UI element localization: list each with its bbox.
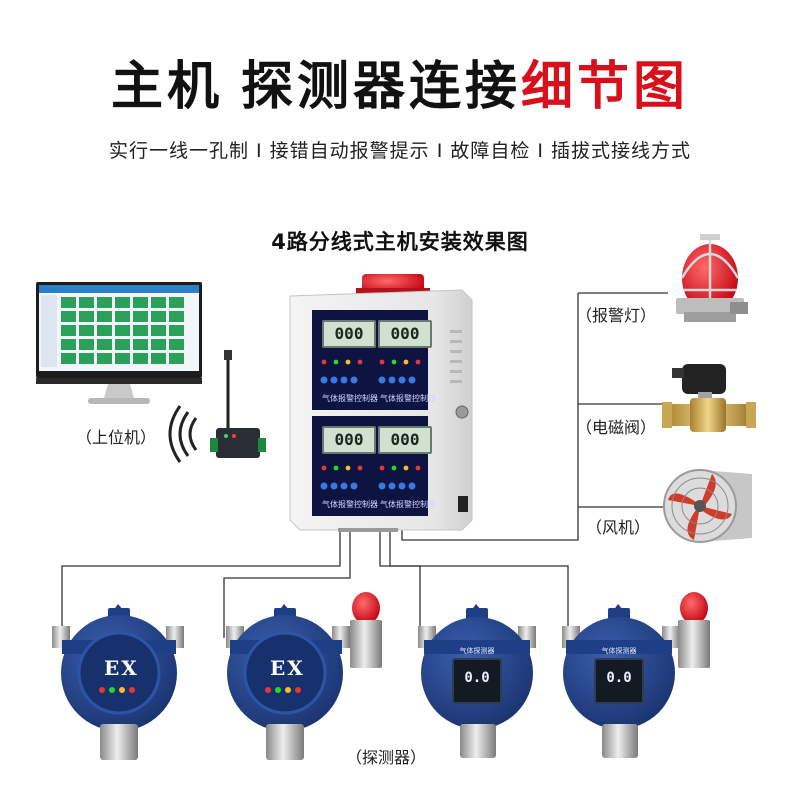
controller-caption-3: 气体报警控制器 — [322, 500, 378, 509]
detector-screen-value-2: 0.0 — [606, 670, 632, 686]
label-fan: （风机） — [586, 518, 651, 537]
feature-subtitle: 实行一线一孔制 I 接错自动报警提示 I 故障自检 I 插拔式接线方式 — [108, 140, 692, 162]
detector-ex-mark-2: EX — [270, 656, 305, 680]
monitor-icon — [36, 282, 202, 404]
controller-lcd-3: 000 — [322, 426, 376, 454]
detector-ex-1 — [52, 604, 184, 760]
diagram-heading: 4路分线式主机安装效果图 — [271, 230, 529, 254]
alarm-light-icon — [676, 234, 748, 322]
controller-caption-1: 气体报警控制器 — [322, 394, 378, 403]
controller-lcd-1: 000 — [322, 320, 376, 348]
solenoid-valve-icon — [662, 364, 756, 432]
detector-ex-mark-1: EX — [104, 656, 139, 680]
controller-caption-2: 气体报警控制器 — [380, 394, 436, 403]
controller-unit — [289, 274, 473, 532]
label-host-computer: （上位机） — [76, 428, 157, 447]
detector-screen-2: 气体探测器 0.0 — [594, 647, 644, 704]
fan-icon — [663, 469, 752, 543]
detector-beacon-1 — [350, 592, 382, 668]
wireless-module-icon — [168, 350, 266, 463]
detector-screen-value-1: 0.0 — [464, 670, 490, 686]
wiring-lines — [61, 292, 668, 638]
controller-lcd-4: 000 — [378, 426, 432, 454]
detector-screen-1: 气体探测器 0.0 — [452, 647, 502, 704]
detector-beacon-2 — [678, 592, 710, 668]
title-part-detail: 细节图 — [521, 57, 690, 117]
detector-screen-caption-1: 气体探测器 — [459, 647, 495, 655]
label-solenoid-valve: （电磁阀） — [576, 418, 657, 437]
label-alarm-light: （报警灯） — [576, 306, 657, 325]
title-part-host: 主机 — [110, 57, 223, 117]
page-title: 主机探测器连接细节图 — [0, 44, 800, 119]
label-detector: （探测器） — [346, 748, 427, 767]
title-part-connection: 探测器连接 — [240, 57, 521, 117]
detector-ex-2 — [226, 604, 350, 760]
detector-screen-caption-2: 气体探测器 — [601, 647, 637, 655]
controller-caption-4: 气体报警控制器 — [380, 500, 436, 509]
controller-lcd-2: 000 — [378, 320, 432, 348]
